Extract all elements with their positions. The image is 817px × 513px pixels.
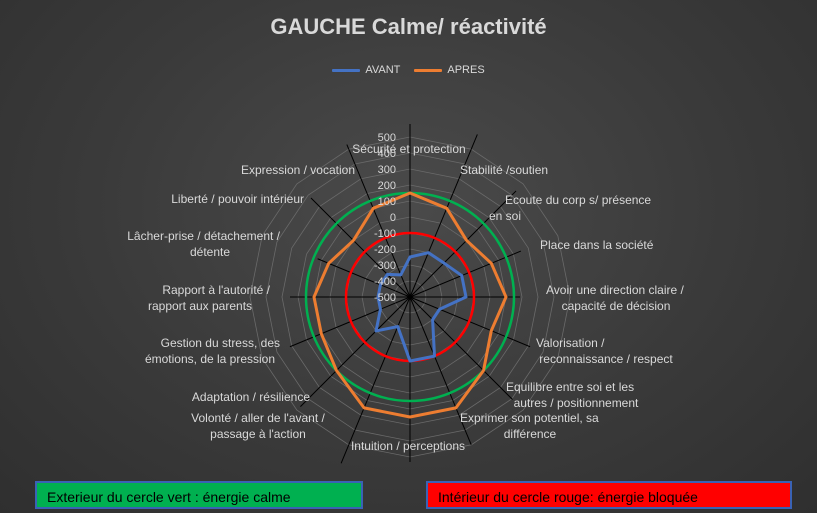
series-point-avant-13 <box>379 283 382 286</box>
spoke-10 <box>300 296 411 407</box>
series-point-apres-15 <box>372 207 375 210</box>
series-point-avant-6 <box>431 318 434 321</box>
spoke-6 <box>409 296 513 400</box>
series-point-apres-6 <box>482 369 485 372</box>
category-label-3: Place dans la société <box>540 238 654 252</box>
series-point-avant-4 <box>464 295 468 299</box>
series-point-apres-4 <box>504 295 508 299</box>
tick-label-0: 500 <box>378 132 396 144</box>
series-point-apres-14 <box>352 239 355 242</box>
spoke-13 <box>317 258 411 298</box>
category-label-10: Adaptation / résilience <box>192 390 310 404</box>
legend-swatch-apres <box>414 68 443 72</box>
series-point-apres-1 <box>445 207 448 210</box>
series-point-avant-3 <box>460 274 463 277</box>
tick-label-9: -400 <box>374 276 396 288</box>
tick-label-2: 300 <box>378 164 396 176</box>
tick-label-5: 0 <box>390 212 396 224</box>
spoke-2 <box>409 190 517 298</box>
legend-item-avant: AVANT <box>332 64 400 76</box>
chart-title: GAUCHE Calme/ réactivité <box>270 14 547 39</box>
category-label-0: Sécurité et protection <box>352 142 465 156</box>
series-point-apres-11 <box>320 332 323 335</box>
series-point-avant-14 <box>386 273 389 276</box>
series-point-apres-9 <box>362 406 366 410</box>
series-point-apres-5 <box>490 329 493 332</box>
category-label-9: Volonté / aller de l'avant /passage à l'… <box>191 411 325 441</box>
tick-label-3: 200 <box>378 180 396 192</box>
series-point-apres-2 <box>465 239 468 242</box>
tick-label-7: -200 <box>374 244 396 256</box>
spoke-1 <box>409 134 478 298</box>
category-label-12: Rapport à l'autorité /rapport aux parent… <box>148 283 271 313</box>
series-point-apres-3 <box>490 262 493 265</box>
legend-item-apres: APRES <box>414 64 485 76</box>
series-point-avant-7 <box>433 354 436 358</box>
series-point-avant-15 <box>399 273 403 277</box>
tick-label-8: -300 <box>374 260 396 272</box>
category-label-5: Valorisation /reconnaissance / respect <box>536 336 673 366</box>
series-point-avant-0 <box>408 255 412 259</box>
series-point-avant-5 <box>438 308 441 311</box>
category-label-15: Expression / vocation <box>241 163 355 177</box>
series-point-apres-0 <box>408 191 412 195</box>
series-point-avant-8 <box>408 359 412 363</box>
legend-label-apres: APRES <box>447 64 485 76</box>
spoke-14 <box>310 197 411 298</box>
series-point-avant-11 <box>379 308 382 311</box>
chart-legend: AVANT APRES <box>0 64 817 76</box>
series-point-apres-7 <box>454 406 458 410</box>
spoke-9 <box>340 296 411 464</box>
tick-label-1: 400 <box>378 148 396 160</box>
spoke-3 <box>409 250 522 298</box>
note-red-blocked: Intérieur du cercle rouge: énergie bloqu… <box>426 481 792 509</box>
series-point-apres-12 <box>312 295 316 299</box>
tick-label-4: 100 <box>378 196 396 208</box>
category-label-14: Liberté / pouvoir intérieur <box>171 192 304 206</box>
legend-label-avant: AVANT <box>365 64 401 76</box>
category-label-8: Intuition / perceptions <box>351 439 465 453</box>
series-point-avant-12 <box>376 295 380 299</box>
series-point-avant-1 <box>427 251 430 254</box>
note-green-calm: Exterieur du cercle vert : énergie calme <box>35 481 363 509</box>
tick-label-10: -500 <box>374 292 396 304</box>
category-label-1: Stabilité /soutien <box>460 163 548 177</box>
series-point-avant-9 <box>396 325 399 328</box>
tick-label-6: -100 <box>374 228 396 240</box>
series-point-apres-8 <box>408 415 412 419</box>
spoke-7 <box>409 296 472 446</box>
series-point-avant-10 <box>374 329 378 333</box>
spoke-15 <box>346 144 411 298</box>
series-point-apres-10 <box>335 369 338 372</box>
series-point-avant-2 <box>442 261 446 265</box>
legend-swatch-avant <box>332 68 361 72</box>
category-label-4: Avoir une direction claire /capacité de … <box>546 283 685 313</box>
category-label-13: Lâcher-prise / détachement /détente <box>127 229 280 259</box>
series-point-apres-13 <box>327 262 330 265</box>
